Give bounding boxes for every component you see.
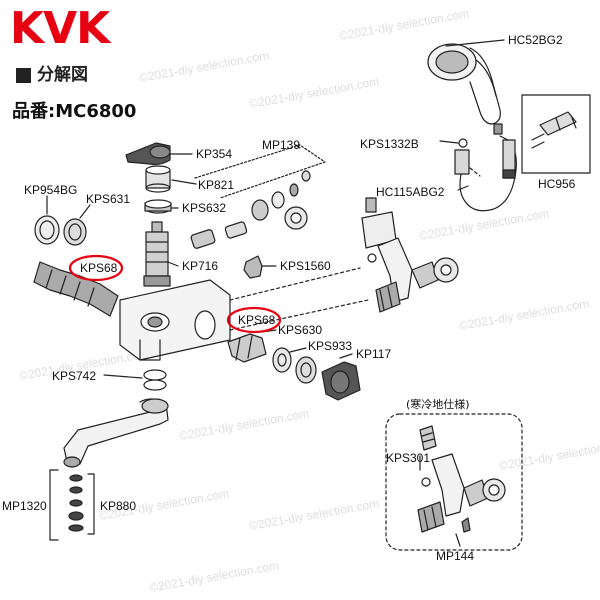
label-hc115abg2: HC115ABG2 <box>376 185 445 199</box>
label-kps933: KPS933 <box>308 339 352 353</box>
handle-kp117 <box>321 361 361 401</box>
faucet-body <box>119 279 231 361</box>
label-mp139: MP139 <box>262 138 300 152</box>
kp880-bracket <box>87 473 95 535</box>
mp1320-bracket <box>49 469 59 541</box>
label-mp1320: MP1320 <box>2 499 47 513</box>
kvk-logo: KVK <box>10 3 110 54</box>
label-kps1332b: KPS1332B <box>360 137 419 151</box>
highlight-kps68-left <box>68 254 124 282</box>
mp139-group-outline <box>194 144 326 199</box>
highlight-kps68-right <box>226 306 282 334</box>
label-kp954bg: KP954BG <box>24 183 77 197</box>
ring-kps631 <box>63 218 87 246</box>
fittings-mp139 <box>190 170 311 249</box>
ring-kps933 <box>295 356 317 384</box>
label-kp117: KP117 <box>356 347 391 361</box>
spout <box>63 398 169 468</box>
holder-hc956 <box>531 111 577 149</box>
label-kps742: KPS742 <box>52 369 96 383</box>
aerator-parts <box>68 474 84 532</box>
watermark: ©2021-diy selection.com <box>458 296 590 333</box>
label-kp821: KP821 <box>198 178 234 192</box>
section-heading: 分解図 <box>16 64 88 86</box>
label-cold-region: (寒冷地仕様) <box>406 397 470 411</box>
watermark: ©2021-diy selection.com <box>178 406 310 443</box>
cold-region-parts <box>417 425 506 533</box>
label-kps630: KPS630 <box>278 323 322 337</box>
label-kps68-right: KPS68 <box>238 313 276 327</box>
watermark: ©2021-diy selection.com <box>248 74 380 111</box>
model-label: 品番: <box>12 101 56 122</box>
model-value: MC6800 <box>55 101 137 122</box>
label-hc956: HC956 <box>538 177 576 191</box>
o-ring-kps742 <box>143 369 167 391</box>
watermark: ©2021-diy selection.com <box>338 6 470 43</box>
label-kp716: KP716 <box>182 259 218 273</box>
label-kps631: KPS631 <box>86 192 130 206</box>
elbow-kps1560 <box>243 255 263 279</box>
label-mp144: MP144 <box>436 549 474 563</box>
watermark: ©2021-diy selection.com <box>248 496 380 533</box>
cap-kp954bg <box>34 215 60 245</box>
connector-line <box>469 167 481 177</box>
label-kps1560: KPS1560 <box>280 259 331 273</box>
ring-kps630 <box>272 347 292 373</box>
watermark: ©2021-diy selection.com <box>148 558 280 595</box>
leader-lines <box>46 39 505 547</box>
watermark: ©2021-diy selection.com <box>418 206 550 243</box>
label-kp354: KP354 <box>196 147 232 161</box>
shower-head-hc52bg2 <box>427 43 503 135</box>
label-kps68-left: KPS68 <box>80 261 118 275</box>
watermark: ©2021-diy selection.com <box>498 436 600 473</box>
handle-kp354 <box>125 142 171 166</box>
label-kp880: KP880 <box>100 499 136 513</box>
square-bullet-icon <box>16 67 31 83</box>
connector-line <box>229 299 369 331</box>
holder-hc956-box <box>521 94 591 174</box>
shower-hose-hc115abg2 <box>454 135 517 212</box>
nut-kps632 <box>144 199 172 214</box>
model-number: 品番:MC6800 <box>12 100 136 124</box>
connector-line <box>229 267 361 301</box>
part-labels: HC52BG2 KPS1332B HC115ABG2 HC956 KP354 M… <box>2 33 576 563</box>
right-cartridge-kps68 <box>227 333 267 363</box>
valve-assembly <box>361 197 459 313</box>
heading-text: 分解図 <box>37 65 88 85</box>
label-kps301: KPS301 <box>386 451 430 465</box>
o-ring-kps1332b <box>458 138 468 148</box>
spindle-cap-kp821 <box>145 165 171 193</box>
cartridge-kp716 <box>143 221 171 287</box>
watermark: ©2021-diy selection.com <box>138 48 270 85</box>
label-kps632: KPS632 <box>182 201 226 215</box>
cold-region-box <box>385 413 523 551</box>
label-hc52bg2: HC52BG2 <box>508 33 563 47</box>
